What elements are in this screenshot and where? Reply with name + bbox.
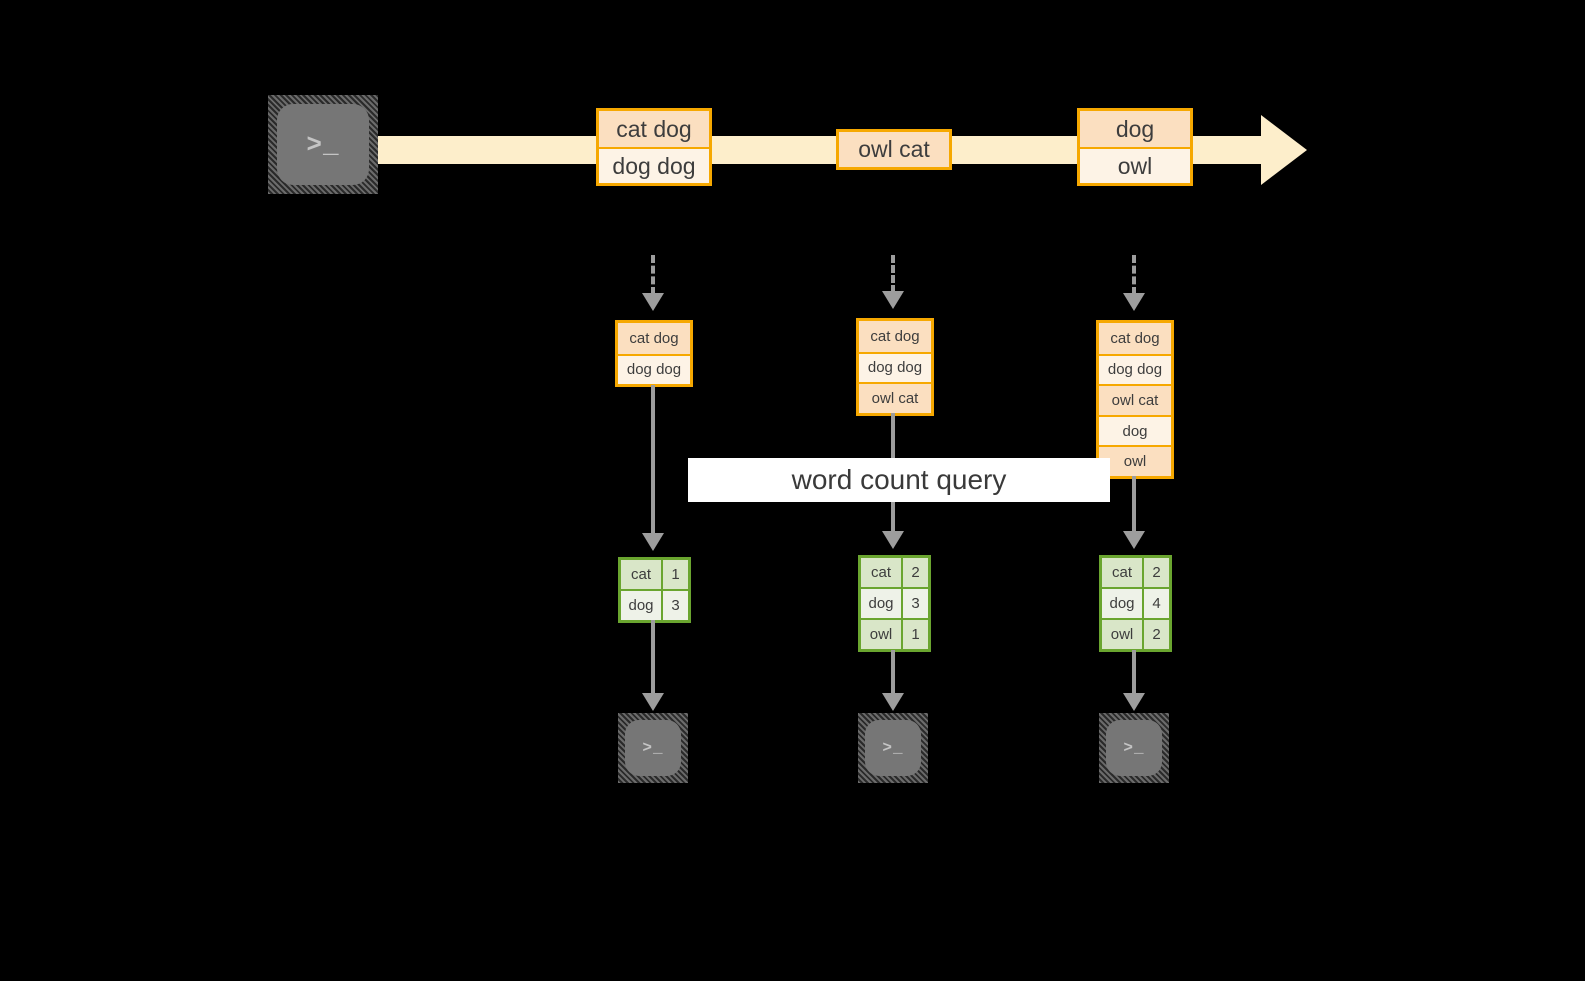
result-count: 2: [1144, 620, 1169, 649]
source-terminal-body: >_: [277, 104, 369, 185]
terminal-prompt-glyph: >_: [882, 739, 904, 757]
result-row: cat 2: [1102, 558, 1169, 587]
sink-arrowhead-1: [642, 693, 664, 711]
terminal-prompt-glyph: >_: [642, 739, 664, 757]
result-count: 2: [903, 558, 928, 587]
result-row: dog 4: [1102, 587, 1169, 618]
sink-line-2: [891, 650, 895, 695]
snapshot-trigger-line-3: [1132, 255, 1136, 295]
snapshot-table-3[interactable]: cat dog dog dog owl cat dog owl: [1096, 320, 1174, 479]
snapshot-table-row: dog dog: [859, 351, 931, 383]
sink-terminal-icon-2[interactable]: >_: [858, 713, 928, 783]
stream-message-batch-2[interactable]: owl cat: [836, 129, 952, 170]
result-table-2[interactable]: cat 2 dog 3 owl 1: [858, 555, 931, 652]
result-word: dog: [621, 591, 663, 620]
snapshot-table-row: owl cat: [1099, 384, 1171, 415]
query-label-banner: word count query: [688, 458, 1110, 502]
sink-line-3: [1132, 650, 1136, 695]
result-count: 1: [903, 620, 928, 649]
snapshot-trigger-line-2: [891, 255, 895, 293]
sink-terminal-icon-1[interactable]: >_: [618, 713, 688, 783]
stream-message-batch-3[interactable]: dog owl: [1077, 108, 1193, 186]
sink-terminal-body: >_: [1106, 720, 1162, 776]
message-line: dog: [1080, 111, 1190, 147]
sink-terminal-icon-3[interactable]: >_: [1099, 713, 1169, 783]
snapshot-table-row: cat dog: [1099, 323, 1171, 354]
result-table-1[interactable]: cat 1 dog 3: [618, 557, 691, 623]
snapshot-table-row: owl cat: [859, 382, 931, 413]
result-word: dog: [1102, 589, 1144, 618]
snapshot-table-row: owl: [1099, 445, 1171, 476]
query-arrowhead-3: [1123, 531, 1145, 549]
result-word: cat: [621, 560, 663, 589]
sink-line-1: [651, 620, 655, 695]
terminal-prompt-glyph: >_: [306, 129, 340, 160]
message-line: cat dog: [599, 111, 709, 147]
result-count: 4: [1144, 589, 1169, 618]
result-count: 2: [1144, 558, 1169, 587]
message-line: owl: [1080, 147, 1190, 183]
result-table-3[interactable]: cat 2 dog 4 owl 2: [1099, 555, 1172, 652]
result-word: owl: [1102, 620, 1144, 649]
result-row: dog 3: [861, 587, 928, 618]
result-word: cat: [861, 558, 903, 587]
terminal-prompt-glyph: >_: [1123, 739, 1145, 757]
result-count: 3: [903, 589, 928, 618]
snapshot-trigger-line-1: [651, 255, 655, 295]
snapshot-table-row: dog dog: [1099, 353, 1171, 385]
result-row: cat 2: [861, 558, 928, 587]
result-row: cat 1: [621, 560, 688, 589]
stream-message-batch-1[interactable]: cat dog dog dog: [596, 108, 712, 186]
result-row: owl 2: [1102, 618, 1169, 649]
snapshot-table-row: dog: [1099, 414, 1171, 446]
query-line-3: [1132, 476, 1136, 533]
sink-arrowhead-3: [1123, 693, 1145, 711]
snapshot-trigger-arrowhead-3: [1123, 293, 1145, 311]
result-word: dog: [861, 589, 903, 618]
message-line: owl cat: [839, 132, 949, 167]
snapshot-table-row: cat dog: [618, 323, 690, 354]
result-word: owl: [861, 620, 903, 649]
snapshot-table-2[interactable]: cat dog dog dog owl cat: [856, 318, 934, 416]
sink-arrowhead-2: [882, 693, 904, 711]
query-arrowhead-1: [642, 533, 664, 551]
query-label-text: word count query: [791, 464, 1007, 495]
result-row: dog 3: [621, 589, 688, 620]
result-row: owl 1: [861, 618, 928, 649]
source-terminal-icon[interactable]: >_: [268, 95, 378, 194]
result-word: cat: [1102, 558, 1144, 587]
query-line-1: [651, 385, 655, 535]
message-line: dog dog: [599, 147, 709, 183]
result-count: 1: [663, 560, 688, 589]
sink-terminal-body: >_: [625, 720, 681, 776]
sink-terminal-body: >_: [865, 720, 921, 776]
snapshot-table-row: dog dog: [618, 353, 690, 385]
snapshot-table-1[interactable]: cat dog dog dog: [615, 320, 693, 388]
query-arrowhead-2: [882, 531, 904, 549]
stream-arrow-head: [1261, 115, 1307, 185]
result-count: 3: [663, 591, 688, 620]
snapshot-trigger-arrowhead-2: [882, 291, 904, 309]
snapshot-table-row: cat dog: [859, 321, 931, 352]
snapshot-trigger-arrowhead-1: [642, 293, 664, 311]
